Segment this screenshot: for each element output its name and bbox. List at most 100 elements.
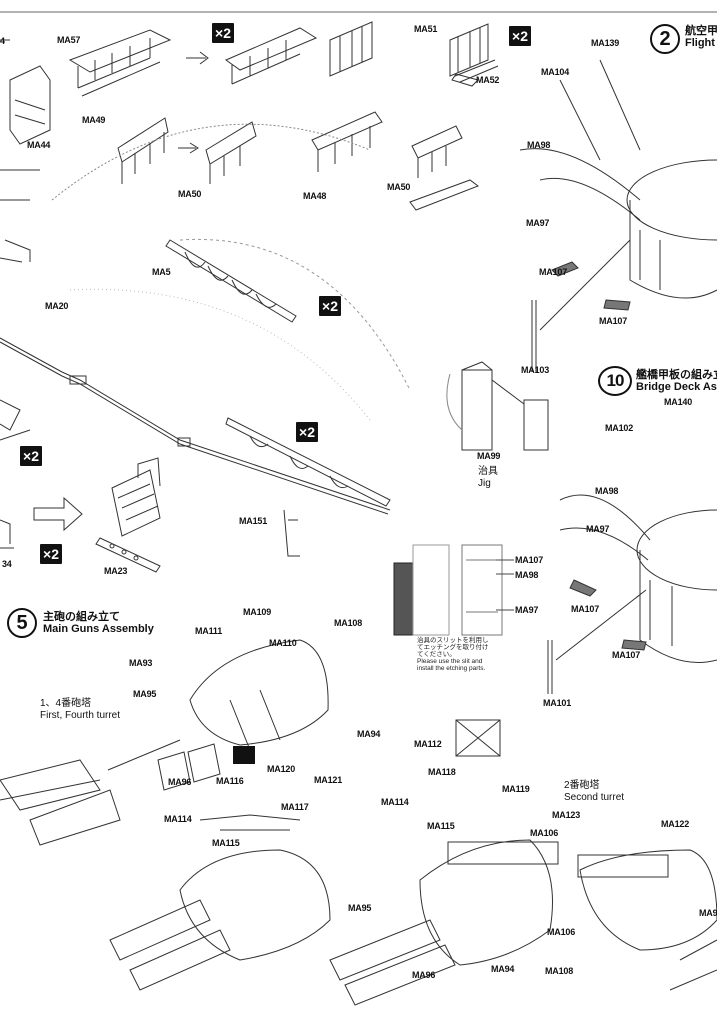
part-label: MA122 <box>661 819 690 829</box>
part-label: MA106 <box>547 927 576 937</box>
part-label: MA48 <box>303 191 327 201</box>
part-label: MA108 <box>334 618 363 628</box>
caption-en: First, Fourth turret <box>40 710 121 721</box>
part-label: MA109 <box>243 607 272 617</box>
quantity-badge: ×2 <box>212 23 234 43</box>
part-ma23 <box>95 537 161 573</box>
part-label: MA114 <box>164 814 192 824</box>
part-label: MA97 <box>515 605 539 615</box>
part-label: MA103 <box>521 365 550 375</box>
part-label: MA115 <box>427 821 455 831</box>
part-label: MA116 <box>216 776 244 786</box>
turret-caption: 1、4番砲塔 First, Fourth turret <box>40 698 120 722</box>
quantity-badge: ×2 <box>319 296 341 316</box>
step-title-en: Flight <box>685 37 715 49</box>
part-label: MA120 <box>267 764 296 774</box>
part-label: MA93 <box>129 658 153 668</box>
turret-second <box>577 849 717 991</box>
railing-ma57-x2 <box>224 27 318 85</box>
step-title-en: Bridge Deck As <box>636 381 717 393</box>
part-label: MA151 <box>239 516 268 526</box>
part-label: MA96 <box>168 777 192 787</box>
part-label: MA107 <box>539 267 568 277</box>
part-label: MA114 <box>381 797 409 807</box>
part-label: 34 <box>2 559 12 569</box>
part-label: MA119 <box>502 784 530 794</box>
railing-ma48 <box>311 111 383 172</box>
step-number: 10 <box>598 366 632 396</box>
note-line: てください。 <box>417 651 456 658</box>
rail-ma5 <box>165 239 297 323</box>
part-label: MA99 <box>477 451 501 461</box>
part-label: MA96 <box>412 970 436 980</box>
rail-ma151 <box>225 417 391 557</box>
note-line: Please use the slit and <box>417 658 483 665</box>
deck-flight <box>519 59 717 372</box>
ma52-part <box>451 73 479 87</box>
part-label: MA50 <box>178 189 202 199</box>
railing-ma57 <box>68 29 172 97</box>
quantity-badge: ×2 <box>296 422 318 442</box>
step-title-jp: 艦橋甲板の組み立 <box>636 369 717 381</box>
part-label: MA107 <box>515 555 544 565</box>
part-label: MA95 <box>348 903 372 913</box>
part-label: MA49 <box>82 115 106 125</box>
part-label: MA111 <box>195 626 223 636</box>
part-label: MA121 <box>314 775 343 785</box>
part-label: MA95 <box>133 689 157 699</box>
deck-bridge <box>547 494 717 694</box>
caption-en: Jig <box>478 478 491 489</box>
part-label: MA110 <box>269 638 297 648</box>
railing-ma51b <box>449 23 499 83</box>
quantity-badge: ×2 <box>509 26 531 46</box>
part-label: MA115 <box>212 838 240 848</box>
caption-jp: 治具 <box>478 466 498 477</box>
part-label: MA108 <box>545 966 574 976</box>
jig-detail <box>393 544 514 636</box>
part-label: MA20 <box>45 301 69 311</box>
part-label: MA101 <box>543 698 572 708</box>
step-title-en: Main Guns Assembly <box>43 623 154 635</box>
part-ma23-upper <box>111 457 161 537</box>
turret-caption: 2番砲塔 Second turret <box>564 780 624 804</box>
part-label: MA97 <box>586 524 610 534</box>
step-title-jp: 航空甲 <box>685 25 717 37</box>
railing-ma50b <box>409 125 480 211</box>
jig-ma99 <box>446 361 549 451</box>
part-label: MA52 <box>476 75 500 85</box>
caption-jp: 1、4番砲塔 <box>40 698 92 709</box>
step-number: 2 <box>650 24 680 54</box>
jig-note: 治具のスリットを利用し てエッチングを取り付け てください。 Please us… <box>417 637 489 672</box>
turret-first-fourth <box>0 639 329 846</box>
part-label: MA94 <box>491 964 515 974</box>
part-label: MA50 <box>387 182 411 192</box>
part-left-mid <box>0 399 31 549</box>
part-label: MA98 <box>515 570 539 580</box>
part-label: MA140 <box>664 397 693 407</box>
part-label: MA104 <box>541 67 570 77</box>
turret-lower-left <box>109 814 331 991</box>
caption-jp: 2番砲塔 <box>564 780 600 791</box>
railing-ma50 <box>205 121 257 184</box>
arrow-right-big <box>33 496 83 532</box>
part-label: MA97 <box>526 218 550 228</box>
part-label: MA107 <box>571 604 600 614</box>
note-line: install the etching parts. <box>417 665 486 672</box>
part-label: MA107 <box>612 650 641 660</box>
step-title: 主砲の組み立て Main Guns Assembly <box>43 611 154 635</box>
quantity-badge: ×2 <box>40 544 62 564</box>
turret-lower-mid <box>329 719 559 1006</box>
quantity-badge: ×2 <box>20 446 42 466</box>
step-number: 5 <box>7 608 37 638</box>
part-label: MA23 <box>104 566 128 576</box>
edge-label: 4 <box>0 36 5 46</box>
part-label: MA139 <box>591 38 620 48</box>
part-label: MA106 <box>530 828 559 838</box>
part-label: MA57 <box>57 35 81 45</box>
part-label: MA9 <box>699 908 717 918</box>
part-label: MA98 <box>527 140 551 150</box>
part-label: MA98 <box>595 486 619 496</box>
part-label: MA118 <box>428 767 456 777</box>
part-label: MA102 <box>605 423 634 433</box>
